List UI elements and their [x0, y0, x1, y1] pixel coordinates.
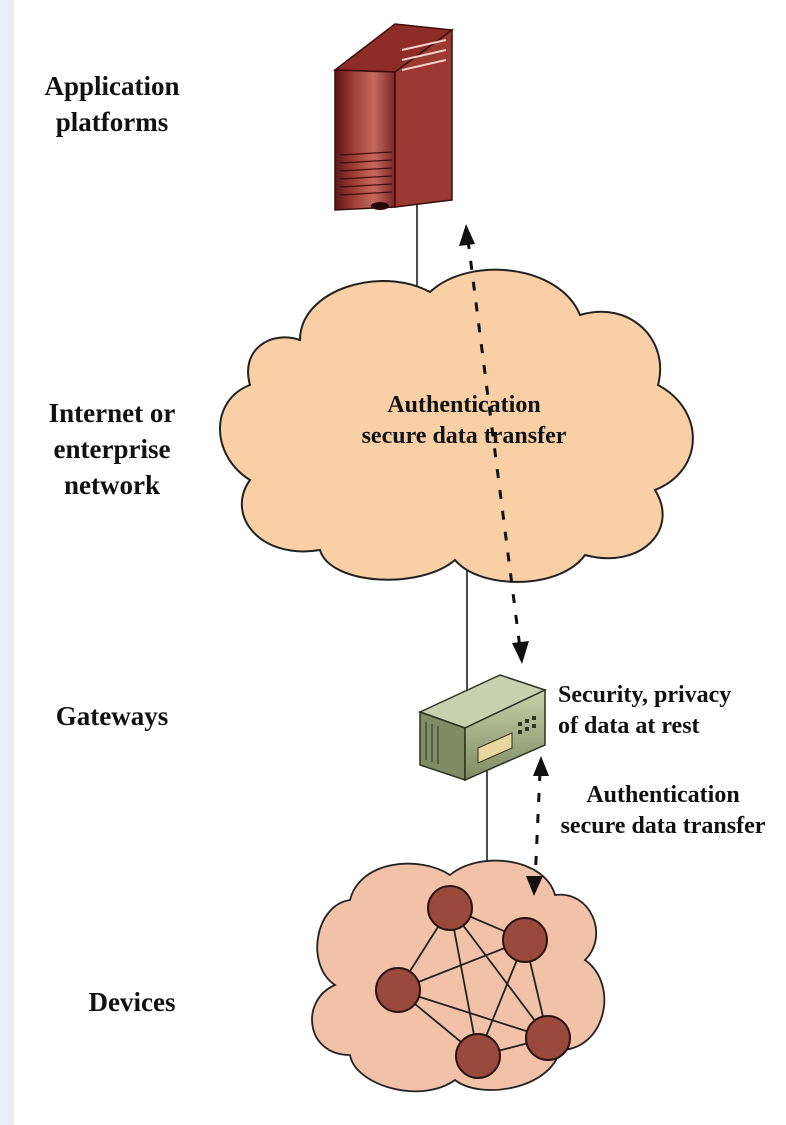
device-node — [427, 885, 473, 931]
layer-label-gateways: Gateways — [55, 701, 169, 731]
device-auth-annotation: Authentication secure data transfer — [560, 782, 766, 839]
device-node — [375, 967, 421, 1013]
secure-transfer-arrow-lower — [526, 756, 549, 896]
device-node — [455, 1033, 501, 1079]
gateway-security-annotation: Security, privacy of data at rest — [558, 682, 732, 739]
device-node — [525, 1015, 571, 1061]
layer-label-network: Internet or enterprise network — [48, 398, 176, 500]
cloud-auth-annotation: Authentication secure data transfer — [361, 392, 567, 449]
device-nodes — [375, 885, 571, 1079]
layer-label-devices: Devices — [88, 987, 176, 1017]
server-icon — [332, 23, 455, 211]
device-node — [502, 917, 548, 963]
gateway-icon — [418, 674, 548, 782]
secure-transfer-arrow-upper — [459, 224, 529, 664]
layer-label-application: Application platforms — [44, 71, 180, 137]
network-cloud — [219, 268, 694, 583]
